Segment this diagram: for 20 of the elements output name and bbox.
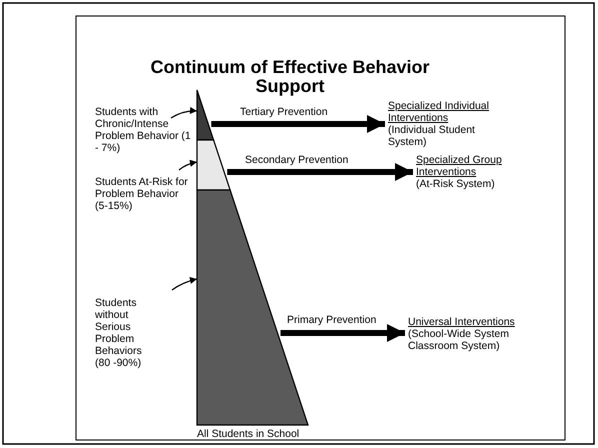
title: Continuum of Effective Behavior Support xyxy=(149,58,431,96)
edge-label: Primary Prevention xyxy=(287,314,376,326)
intervention-description: (Individual Student System) xyxy=(388,124,476,148)
intervention-description: (At-Risk System) xyxy=(416,178,496,190)
arrow xyxy=(280,324,405,342)
base-caption: All Students in School xyxy=(197,428,300,440)
leader-arrow xyxy=(170,107,198,119)
arrow xyxy=(211,115,385,133)
edge-label: Tertiary Prevention xyxy=(240,106,328,118)
group-label: Students At-Risk for Problem Behavior (5-15%) xyxy=(95,176,190,212)
arrow xyxy=(227,163,413,181)
intervention-description: (School-Wide System Classroom System) xyxy=(408,328,510,352)
group-label: Students without Serious Problem Behaviors (80 -90%) xyxy=(95,297,157,369)
leader-arrow xyxy=(178,160,198,170)
edge-label: Secondary Prevention xyxy=(245,154,348,166)
intervention-heading: Specialized Group Interventions xyxy=(416,154,503,178)
intervention-heading: Specialized Individual Interventions xyxy=(388,100,490,124)
leader-arrow xyxy=(172,277,198,291)
intervention-heading: Universal Interventions xyxy=(408,316,516,328)
group-label: Students with Chronic/Intense Problem Behavior (1 - 7%) xyxy=(95,106,195,154)
